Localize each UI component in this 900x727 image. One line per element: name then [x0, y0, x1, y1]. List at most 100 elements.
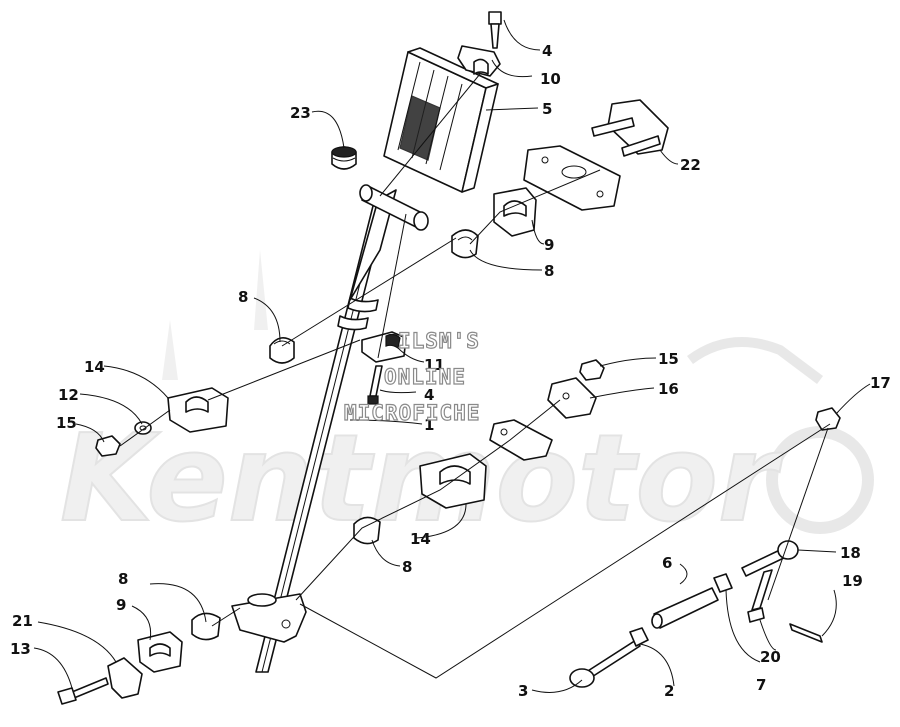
- watermark-line-1: ILSM'S: [398, 329, 480, 353]
- jam-nut-2: [629, 627, 649, 647]
- upper-mount-plate: [523, 145, 621, 211]
- steering-post: [231, 184, 429, 673]
- nut-17: [815, 407, 841, 431]
- callout-14b: 14: [410, 530, 431, 548]
- leader-19: [821, 589, 837, 637]
- bolt-13-head: [57, 687, 77, 705]
- axis-line-5: [295, 399, 561, 601]
- stud-plate-22: [591, 99, 669, 157]
- bolt-20: [751, 569, 773, 611]
- post-bottom-plate: [231, 593, 307, 643]
- rod-6-end: [651, 613, 663, 629]
- bushing-8-bottom: [191, 612, 221, 641]
- post-collar-lower: [337, 315, 369, 331]
- callout-22: 22: [680, 156, 701, 174]
- bushing-8-left: [269, 337, 295, 364]
- callout-2: 2: [664, 682, 674, 700]
- bolt-top: [488, 11, 502, 49]
- axis-line-10: [377, 213, 407, 359]
- bushing-8-lower: [353, 516, 381, 545]
- callout-8c: 8: [402, 558, 412, 576]
- callout-8b: 8: [238, 288, 248, 306]
- axis-line-1: [281, 237, 457, 347]
- callout-23: 23: [290, 104, 311, 122]
- assembly-lines: [119, 73, 831, 679]
- leader-1: [349, 419, 423, 425]
- microfiche-watermark: ILSM'S ONLINE MICROFICHE: [343, 328, 480, 425]
- bushing-upper-right: [451, 229, 479, 259]
- leader-8b: [253, 297, 281, 343]
- leader-6: [679, 563, 688, 585]
- leader-20: [759, 619, 777, 651]
- callout-14a: 14: [84, 358, 105, 376]
- stud-upper: [591, 117, 635, 137]
- leader-18: [797, 549, 837, 553]
- axis-line-7: [379, 73, 481, 197]
- handlebar-block: [383, 47, 499, 193]
- watermark-bike-outline: [687, 337, 823, 384]
- leader-14a: [103, 365, 169, 399]
- tie-rod-group: [569, 407, 841, 688]
- clamp-cap-notch: [473, 58, 489, 75]
- callout-11: 11: [424, 356, 445, 374]
- lower-mount-plate: [489, 419, 553, 461]
- left-clamp-group: [95, 387, 229, 457]
- clamp-9-bottom-groove: [149, 643, 171, 657]
- watermark-line-3: MICROFICHE: [344, 401, 480, 425]
- leader-10: [491, 59, 533, 78]
- bushing-left: [269, 337, 295, 364]
- callout-7: 7: [756, 676, 766, 694]
- callout-leaders: [33, 19, 871, 693]
- leader-5: [485, 107, 539, 111]
- leader-9a: [531, 219, 545, 245]
- bushing-8-left-lip: [273, 340, 291, 345]
- leader-21: [37, 621, 117, 663]
- leader-13: [33, 647, 73, 689]
- leader-22: [659, 149, 679, 165]
- callout-10: 10: [540, 70, 561, 88]
- clamp-14-right-groove: [439, 465, 471, 485]
- callout-8d: 8: [118, 570, 128, 588]
- callout-labels: 4 10 5 23 22 9 8 8 11 4 1 14 12 15 15 16…: [10, 42, 891, 700]
- callout-12: 12: [58, 386, 79, 404]
- leader-4b: [379, 389, 417, 394]
- callout-13: 13: [10, 640, 31, 658]
- rod-6: [653, 587, 719, 629]
- mount-plate-hole-1: [541, 156, 549, 164]
- handlebar-block-side: [461, 83, 499, 193]
- leader-14b: [415, 503, 467, 539]
- grommet-23-ring: [332, 157, 356, 162]
- bolt-4-lower-head: [367, 395, 379, 405]
- callout-15b: 15: [658, 350, 679, 368]
- leader-17: [835, 383, 871, 415]
- bolt-4-lower-shank: [369, 365, 383, 397]
- axis-line-9: [211, 607, 241, 627]
- nut-15-left: [95, 435, 121, 457]
- bolt-4-shank: [490, 23, 500, 49]
- cross-tube-end-left: [359, 184, 373, 202]
- callout-18: 18: [840, 544, 861, 562]
- plate-16: [547, 377, 597, 419]
- callout-3: 3: [518, 682, 528, 700]
- washer-12: [134, 421, 152, 435]
- mount-plate-hole-2: [596, 190, 604, 198]
- callout-1: 1: [424, 416, 434, 434]
- axis-line-4: [469, 169, 601, 245]
- leader-8a: [469, 249, 543, 271]
- leader-16: [589, 387, 655, 399]
- watermark-line-2: ONLINE: [384, 365, 466, 389]
- leader-12: [79, 393, 143, 425]
- callout-8a: 8: [544, 262, 554, 280]
- leader-2: [639, 643, 675, 687]
- callout-17: 17: [870, 374, 891, 392]
- watermark-spires: [162, 250, 268, 380]
- handlebar-slot: [399, 95, 441, 161]
- post-bottom-flange: [247, 593, 277, 607]
- callout-4a: 4: [542, 42, 552, 60]
- leader-11: [397, 347, 425, 363]
- callout-6: 6: [662, 554, 672, 572]
- watermark-wheel: [766, 426, 874, 534]
- leader-8d: [149, 583, 207, 623]
